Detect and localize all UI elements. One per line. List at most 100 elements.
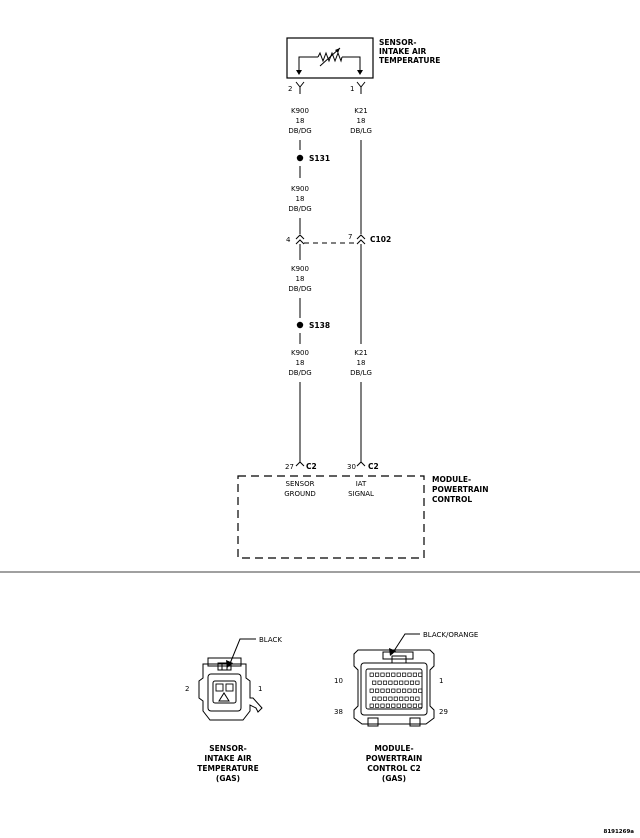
wire-gauge: 18 <box>357 359 366 367</box>
pcm-pin-30: 30 <box>347 463 356 471</box>
wire-color: DB/DG <box>288 127 311 135</box>
pin-cavity <box>412 703 417 708</box>
pin-cavity <box>372 680 377 685</box>
pcm-c2-pin-1: 1 <box>439 677 443 685</box>
wire-color: DB/LG <box>350 127 372 135</box>
pin-cavity <box>369 688 374 693</box>
sensor-pin-1: 1 <box>350 85 354 93</box>
pcm-conn-c2-right: C2 <box>368 462 379 471</box>
wire-color: DB/DG <box>288 285 311 293</box>
wire-gauge: 18 <box>296 117 305 125</box>
wire-color: DB/DG <box>288 205 311 213</box>
splice-s131-label: S131 <box>309 154 330 163</box>
wire-color: DB/LG <box>350 369 372 377</box>
pin-cavity <box>382 696 388 701</box>
pin-cavity <box>404 680 409 685</box>
pcm-c2-pin-grid <box>369 672 423 708</box>
pcm-label-2: POWERTRAIN <box>432 485 488 494</box>
pin-cavity <box>377 680 382 685</box>
sensor-label-3: TEMPERATURE <box>379 56 440 65</box>
sensor-terminals: 2 1 <box>288 81 366 94</box>
pcm-c2-connector-view: BLACK/ORANGE 10 1 38 29 MODULE- POWERTRA… <box>334 631 478 783</box>
splice-s131-dot <box>296 154 304 162</box>
c102-pin-4: 4 <box>286 236 291 244</box>
pin-cavity <box>396 688 401 693</box>
iat-connector-view: BLACK 2 1 SENSOR- INTAKE AIR TEMPERATURE… <box>185 636 282 783</box>
pin-cavity <box>409 680 415 685</box>
wire-gauge: 18 <box>296 275 305 283</box>
splice-s138-dot <box>296 321 304 329</box>
wire-gauge: 18 <box>357 117 366 125</box>
pcm-c2-pin-10: 10 <box>334 677 343 685</box>
pcm-term-iat-signal-2: SIGNAL <box>348 490 374 498</box>
wire-label: K900 <box>291 107 309 115</box>
pin-cavity <box>375 672 380 677</box>
pcm-c2-caption-4: (GAS) <box>382 774 406 783</box>
pin-cavity <box>393 680 398 685</box>
pin-cavity <box>412 672 417 677</box>
iat-view-pin-1: 1 <box>258 685 262 693</box>
pcm-pin-27: 27 <box>285 463 294 471</box>
pin-cavity <box>385 703 390 708</box>
c102-label: C102 <box>370 235 391 244</box>
pin-cavity <box>385 672 390 677</box>
wire-k21: K21 18 DB/LG 7 C102 K21 18 DB/LG <box>348 107 391 467</box>
pin-cavity <box>418 703 423 708</box>
wire-gauge: 18 <box>296 195 305 203</box>
pin-cavity <box>409 696 415 701</box>
pin-cavity <box>375 703 380 708</box>
pin-cavity <box>391 688 396 693</box>
pcm-label-3: CONTROL <box>432 495 472 504</box>
pin-cavity <box>418 688 423 693</box>
wire-k900: K900 18 DB/DG S131 K900 18 DB/DG 4 K900 … <box>286 107 330 467</box>
pin-cavity <box>369 703 374 708</box>
pcm-term-sensor-ground-2: GROUND <box>284 490 316 498</box>
sensor-pin-2: 2 <box>288 85 292 93</box>
pcm-c2-connector-color: BLACK/ORANGE <box>423 631 478 639</box>
pcm-conn-c2-left: C2 <box>306 462 317 471</box>
pcm-c2-pin-38: 38 <box>334 708 343 716</box>
pin-cavity <box>415 680 420 685</box>
pin-cavity <box>369 672 374 677</box>
figure-id: 8191269a <box>604 829 635 835</box>
pin-cavity <box>418 672 423 677</box>
pcm-c2-pin-29: 29 <box>439 708 448 716</box>
wire-label: K900 <box>291 265 309 273</box>
sensor-label-1: SENSOR- <box>379 38 416 47</box>
wire-label: K21 <box>354 107 368 115</box>
pin-cavity <box>407 703 412 708</box>
pin-cavity <box>388 680 393 685</box>
pcm-c2-caption-3: CONTROL C2 <box>367 764 421 773</box>
iat-view-caption-2: INTAKE AIR <box>204 754 252 763</box>
pin-cavity <box>412 688 417 693</box>
pcm-c2-caption-1: MODULE- <box>374 744 413 753</box>
wire-label: K21 <box>354 349 368 357</box>
wire-gauge: 18 <box>296 359 305 367</box>
pin-cavity <box>391 672 396 677</box>
pin-cavity <box>377 696 382 701</box>
pin-cavity <box>407 672 412 677</box>
iat-view-caption-1: SENSOR- <box>209 744 246 753</box>
pcm-c2-caption-2: POWERTRAIN <box>366 754 422 763</box>
pin-cavity <box>375 688 380 693</box>
pin-cavity <box>402 703 407 708</box>
pin-cavity <box>415 696 420 701</box>
iat-view-caption-4: (GAS) <box>216 774 240 783</box>
pcm-term-sensor-ground: SENSOR <box>286 480 315 488</box>
pin-cavity <box>380 688 385 693</box>
pin-cavity <box>399 696 404 701</box>
pin-cavity <box>404 696 409 701</box>
pin-cavity <box>396 672 401 677</box>
iat-connector-color: BLACK <box>259 636 282 644</box>
pin-cavity <box>393 696 398 701</box>
iat-sensor-component: SENSOR- INTAKE AIR TEMPERATURE <box>286 37 440 79</box>
wire-label: K900 <box>291 185 309 193</box>
pin-cavity <box>382 680 388 685</box>
pin-cavity <box>402 672 407 677</box>
wire-label: K900 <box>291 349 309 357</box>
pcm-term-iat-signal: IAT <box>356 480 367 488</box>
pin-cavity <box>396 703 401 708</box>
splice-s138-label: S138 <box>309 321 330 330</box>
wire-color: DB/DG <box>288 369 311 377</box>
pin-cavity <box>380 672 385 677</box>
